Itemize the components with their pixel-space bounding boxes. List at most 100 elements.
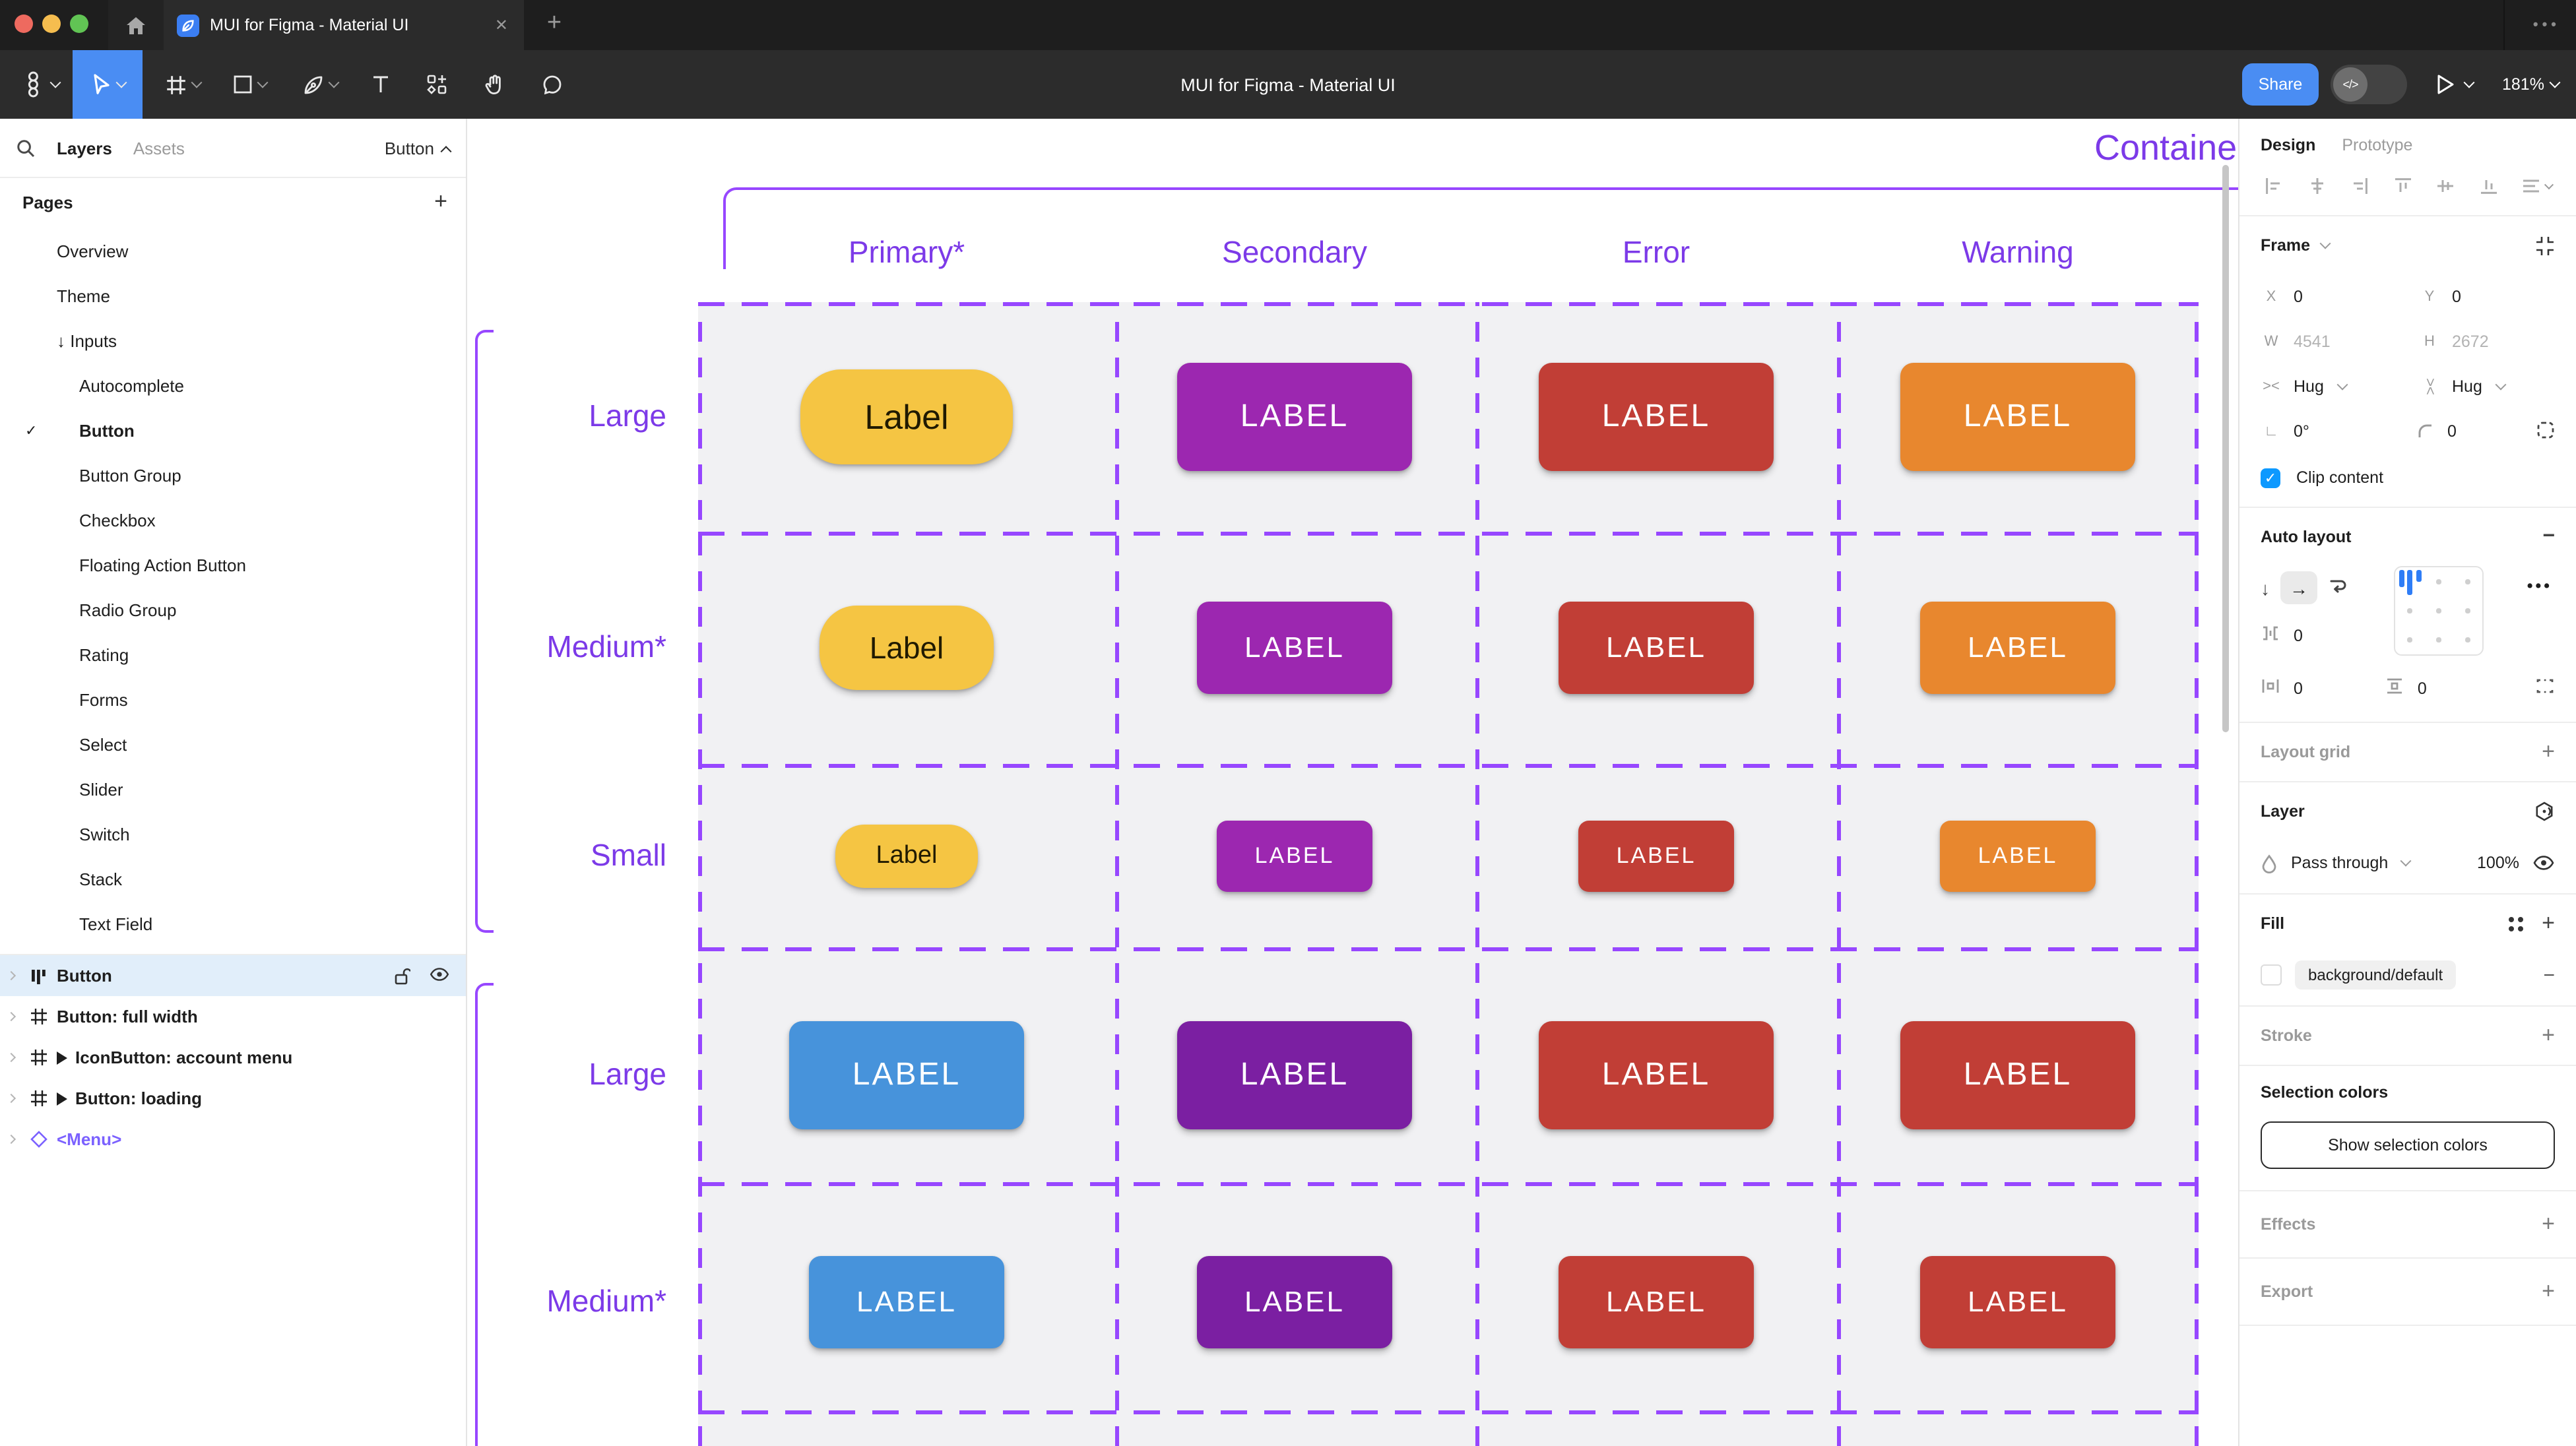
sidebar-page-item[interactable]: ✓Button xyxy=(0,408,466,453)
sidebar-page-item[interactable]: Radio Group xyxy=(0,587,466,632)
button-variant[interactable]: LABEL xyxy=(1539,1021,1774,1129)
row-label[interactable]: Large xyxy=(589,1057,666,1091)
sidebar-page-item[interactable]: Select xyxy=(0,722,466,767)
corner-radius-field[interactable]: 0 xyxy=(2414,422,2536,441)
hand-tool-button[interactable] xyxy=(474,50,513,119)
button-variant[interactable]: LABEL xyxy=(1900,1021,2135,1129)
add-export-button[interactable]: + xyxy=(2542,1278,2555,1304)
button-variant[interactable]: LABEL xyxy=(1197,602,1392,694)
fill-styles-icon[interactable] xyxy=(2509,916,2524,931)
y-field[interactable]: Y 0 xyxy=(2419,288,2546,306)
button-variant[interactable]: LABEL xyxy=(789,1021,1024,1129)
window-close-button[interactable] xyxy=(15,15,33,33)
column-header[interactable]: Primary* xyxy=(848,235,965,269)
button-variant[interactable]: LABEL xyxy=(1940,821,2096,892)
align-bottom-icon[interactable] xyxy=(2478,175,2499,197)
vertical-padding-value[interactable]: 0 xyxy=(2417,679,2427,697)
dev-mode-toggle[interactable]: </> xyxy=(2331,65,2407,104)
sidebar-page-item[interactable]: Forms xyxy=(0,677,466,722)
button-variant[interactable]: LABEL xyxy=(1920,1256,2115,1348)
window-more-icon[interactable]: ••• xyxy=(2532,17,2560,33)
search-icon[interactable] xyxy=(16,138,36,158)
sidebar-page-item[interactable]: Overview xyxy=(0,228,466,273)
frame-title[interactable]: Contained xyxy=(2094,128,2238,168)
sidebar-page-item[interactable]: Stack xyxy=(0,856,466,901)
row-label[interactable]: Large xyxy=(589,398,666,433)
button-variant[interactable]: LABEL xyxy=(1177,1021,1412,1129)
show-selection-colors-button[interactable]: Show selection colors xyxy=(2261,1121,2555,1169)
vertical-resizing-field[interactable]: >< Hug xyxy=(2419,377,2546,396)
auto-layout-more-icon[interactable]: ••• xyxy=(2527,577,2552,595)
share-button[interactable]: Share xyxy=(2242,63,2319,106)
independent-corners-icon[interactable] xyxy=(2536,420,2555,443)
add-page-button[interactable]: + xyxy=(434,189,447,214)
text-tool-button[interactable] xyxy=(362,50,399,119)
tab-design[interactable]: Design xyxy=(2261,136,2316,154)
remove-auto-layout-button[interactable]: − xyxy=(2542,525,2555,548)
layer-row[interactable]: Button: loading xyxy=(0,1078,466,1119)
button-variant[interactable]: LABEL xyxy=(1217,821,1372,892)
rotation-field[interactable]: ∟ 0° xyxy=(2261,422,2383,441)
button-variant[interactable]: Label xyxy=(820,606,994,690)
collapse-icon[interactable] xyxy=(2535,236,2555,255)
align-left-icon[interactable] xyxy=(2263,175,2284,197)
component-arrow-icon[interactable] xyxy=(57,1092,67,1105)
blend-mode-value[interactable]: Pass through xyxy=(2291,854,2389,872)
add-fill-button[interactable]: + xyxy=(2542,910,2555,935)
add-layout-grid-button[interactable]: + xyxy=(2542,739,2555,764)
tab-close-icon[interactable]: ✕ xyxy=(494,16,508,34)
main-menu-button[interactable] xyxy=(11,50,74,119)
sidebar-page-item[interactable]: Text Field xyxy=(0,901,466,946)
sidebar-page-item[interactable]: Button Group xyxy=(0,453,466,497)
align-horizontal-center-icon[interactable] xyxy=(2306,175,2327,197)
sidebar-page-item[interactable]: ↓ Inputs xyxy=(0,318,466,363)
remove-fill-button[interactable]: − xyxy=(2543,964,2555,986)
button-variant[interactable]: LABEL xyxy=(809,1256,1004,1348)
page-jump-dropdown[interactable]: Button xyxy=(385,138,452,158)
button-variant[interactable]: Label xyxy=(835,825,978,888)
button-variant[interactable]: LABEL xyxy=(1559,1256,1754,1348)
button-variant[interactable]: LABEL xyxy=(1900,363,2135,471)
tab-prototype[interactable]: Prototype xyxy=(2342,136,2413,154)
shape-tool-button[interactable] xyxy=(220,50,278,119)
gap-field[interactable]: 0 xyxy=(2261,624,2303,646)
new-tab-button[interactable]: + xyxy=(546,9,562,37)
layer-row[interactable]: Button: full width xyxy=(0,996,466,1037)
sidebar-page-item[interactable]: Switch xyxy=(0,811,466,856)
sidebar-page-item[interactable]: Autocomplete xyxy=(0,363,466,408)
canvas[interactable]: Contained Primary*SecondaryErrorWarning … xyxy=(467,119,2238,1446)
layer-row[interactable]: IconButton: account menu xyxy=(0,1037,466,1078)
layer-visibility-eye-icon[interactable] xyxy=(2532,855,2555,871)
present-button[interactable] xyxy=(2435,50,2475,119)
pen-tool-button[interactable] xyxy=(290,50,348,119)
align-vertical-center-icon[interactable] xyxy=(2435,175,2456,197)
button-variant[interactable]: LABEL xyxy=(1920,602,2115,694)
frame-tool-button[interactable] xyxy=(153,50,211,119)
components-tool-button[interactable] xyxy=(417,50,457,119)
layout-vertical-button[interactable]: ↓ xyxy=(2261,577,2270,598)
button-variant[interactable]: LABEL xyxy=(1177,363,1412,471)
zoom-menu[interactable]: 181% xyxy=(2502,50,2561,119)
window-zoom-button[interactable] xyxy=(70,15,88,33)
fill-token-chip[interactable]: background/default xyxy=(2295,960,2457,990)
button-variant[interactable]: LABEL xyxy=(1578,821,1734,892)
column-header[interactable]: Secondary xyxy=(1222,235,1367,269)
file-tab[interactable]: MUI for Figma - Material UI ✕ xyxy=(164,0,524,50)
individual-padding-icon[interactable] xyxy=(2535,677,2555,699)
add-effect-button[interactable]: + xyxy=(2542,1211,2555,1236)
distribute-menu[interactable] xyxy=(2521,175,2554,197)
fill-color-swatch[interactable] xyxy=(2261,964,2282,986)
sidebar-page-item[interactable]: Checkbox xyxy=(0,497,466,542)
tab-assets[interactable]: Assets xyxy=(133,138,185,158)
width-field[interactable]: W 4541 xyxy=(2261,332,2387,351)
comment-tool-button[interactable] xyxy=(532,50,571,119)
row-label[interactable]: Medium* xyxy=(546,629,666,664)
button-variant[interactable]: Label xyxy=(800,369,1013,464)
column-header[interactable]: Warning xyxy=(1962,235,2074,269)
move-tool-button[interactable] xyxy=(73,50,143,119)
layout-wrap-button[interactable] xyxy=(2328,577,2349,599)
frame-section-title[interactable]: Frame xyxy=(2261,236,2311,255)
align-top-icon[interactable] xyxy=(2392,175,2413,197)
height-field[interactable]: H 2672 xyxy=(2419,332,2546,351)
window-minimize-button[interactable] xyxy=(42,15,61,33)
